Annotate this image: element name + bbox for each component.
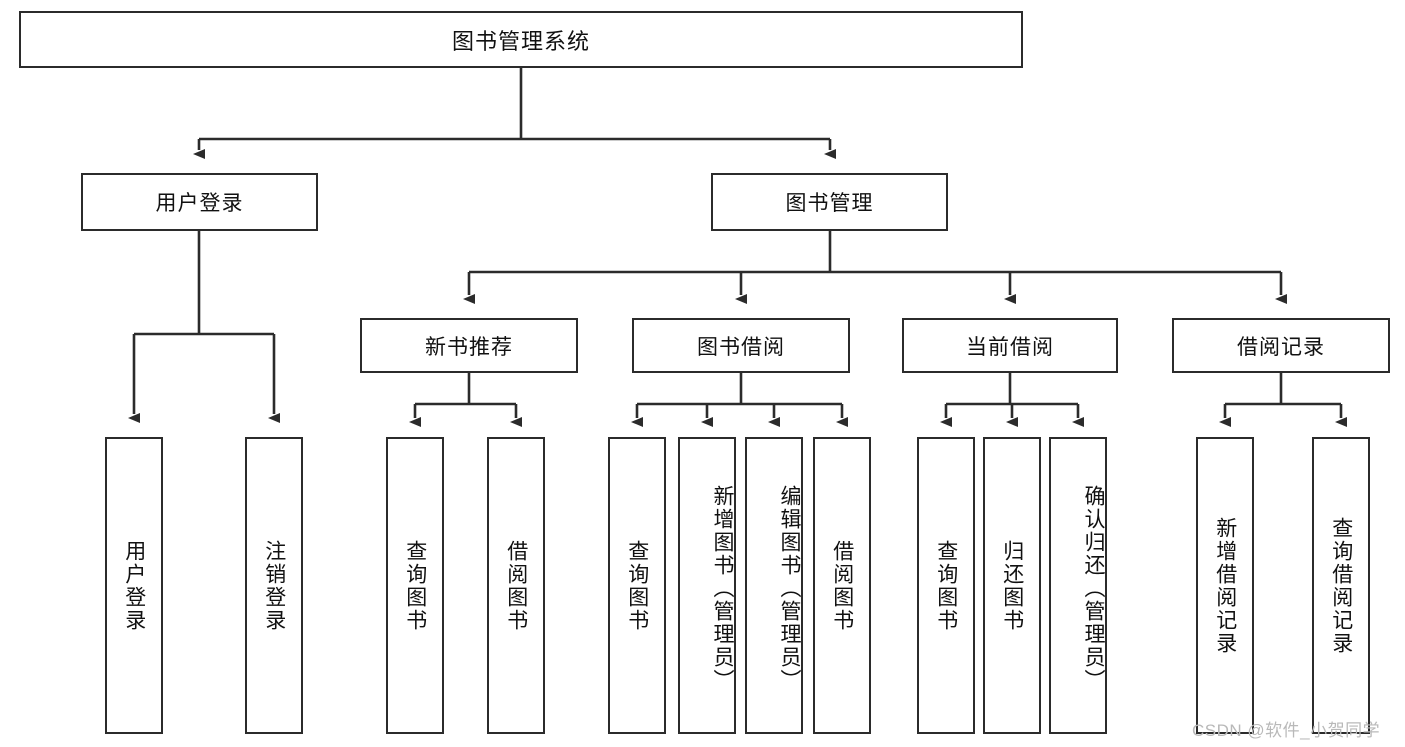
leaf-query-book-borrow[interactable]: 查询图书: [608, 437, 666, 734]
leaf-return-book[interactable]: 归还图书: [983, 437, 1041, 734]
node-new-book-recommend[interactable]: 新书推荐: [360, 318, 578, 373]
leaf-add-borrow-record[interactable]: 新增借阅记录: [1196, 437, 1254, 734]
node-current-borrow[interactable]: 当前借阅: [902, 318, 1118, 373]
node-book-borrow[interactable]: 图书借阅: [632, 318, 850, 373]
leaf-query-book-current[interactable]: 查询图书: [917, 437, 975, 734]
leaf-borrow-book-recommend[interactable]: 借阅图书: [487, 437, 545, 734]
leaf-confirm-return-admin[interactable]: 确认归还（管理员）: [1049, 437, 1107, 734]
leaf-add-book-admin[interactable]: 新增图书（管理员）: [678, 437, 736, 734]
leaf-edit-book-admin[interactable]: 编辑图书（管理员）: [745, 437, 803, 734]
leaf-user-login[interactable]: 用户登录: [105, 437, 163, 734]
node-system-title[interactable]: 图书管理系统: [19, 11, 1023, 68]
leaf-logout[interactable]: 注销登录: [245, 437, 303, 734]
leaf-borrow-book[interactable]: 借阅图书: [813, 437, 871, 734]
node-book-manage[interactable]: 图书管理: [711, 173, 948, 231]
node-borrow-record[interactable]: 借阅记录: [1172, 318, 1390, 373]
leaf-query-book-recommend[interactable]: 查询图书: [386, 437, 444, 734]
csdn-watermark: CSDN @软件_小贺同学: [1192, 721, 1381, 740]
leaf-query-borrow-record[interactable]: 查询借阅记录: [1312, 437, 1370, 734]
node-user-login[interactable]: 用户登录: [81, 173, 318, 231]
